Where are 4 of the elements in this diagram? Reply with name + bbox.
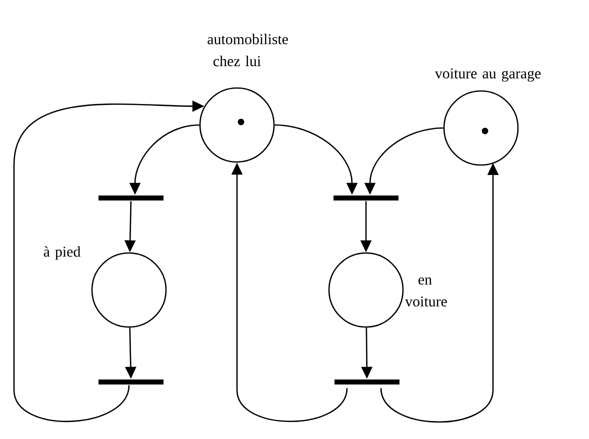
place-label: en voiture	[405, 277, 447, 307]
place-label: automobiliste chez lui	[208, 34, 288, 66]
place-label: voiture au garage	[434, 68, 541, 82]
place-label: à pied	[44, 246, 80, 260]
